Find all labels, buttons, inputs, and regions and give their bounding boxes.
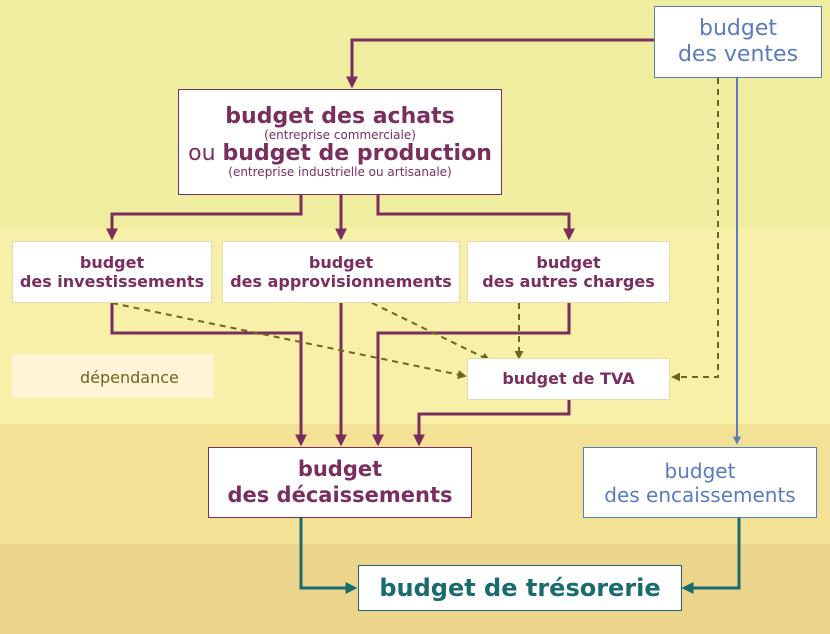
arrow-tva-to-decaissements — [413, 400, 571, 447]
node-budget-approvisionnements-line1: budget — [308, 252, 374, 272]
node-budget-autres-charges-line2: des autres charges — [482, 272, 655, 291]
arrow-achats-to-autres-charges — [376, 195, 575, 241]
node-budget-achats: budget des achats (entreprise commercial… — [178, 89, 502, 195]
arrow-encaissements-to-tresorerie — [681, 518, 741, 594]
dependency-ventes-to-tva — [671, 78, 719, 382]
node-budget-approvisionnements-line2: des approvisionnements — [230, 272, 452, 291]
node-budget-achats-title: budget des achats — [225, 103, 455, 129]
legend-label: dépendance — [80, 368, 179, 387]
node-budget-production-title: budget de production — [222, 141, 492, 166]
node-budget-tva-label: budget de TVA — [502, 369, 635, 389]
node-budget-autres-charges-line1: budget — [536, 252, 601, 272]
node-budget-ventes-line1: budget — [699, 15, 777, 41]
node-budget-ventes: budget des ventes — [654, 6, 822, 78]
node-budget-ventes-line2: des ventes — [677, 42, 799, 67]
node-budget-production-row: ou budget de production — [188, 141, 492, 166]
node-budget-tva: budget de TVA — [467, 358, 670, 400]
node-budget-approvisionnements: budget des approvisionnements — [222, 241, 460, 303]
node-budget-autres-charges: budget des autres charges — [467, 241, 670, 303]
arrow-achats-to-investissements — [106, 195, 303, 241]
node-budget-encaissements-line1: budget — [664, 458, 736, 483]
node-budget-achats-sub: (entreprise commerciale) — [264, 127, 416, 142]
node-budget-encaissements-line2: des encaissements — [604, 482, 796, 507]
arrow-investissements-to-decaissements — [110, 303, 307, 447]
node-budget-investissements-line1: budget — [79, 252, 145, 272]
node-ou-label: ou — [188, 141, 216, 166]
node-budget-encaissements: budget des encaissements — [583, 447, 817, 518]
dependency-investissements-to-tva — [111, 302, 467, 379]
arrow-decaissements-to-tresorerie — [299, 518, 358, 594]
arrow-ventes-to-achats — [346, 38, 654, 89]
node-budget-decaissements-line1: budget — [297, 457, 383, 482]
node-budget-investissements-line2: des investissements — [19, 272, 205, 291]
node-budget-tresorerie-label: budget de trésorerie — [379, 573, 661, 602]
node-budget-tresorerie: budget de trésorerie — [358, 565, 682, 611]
node-budget-decaissements-line2: des décaissements — [227, 482, 453, 507]
node-budget-investissements: budget des investissements — [12, 241, 212, 303]
node-budget-decaissements: budget des décaissements — [208, 447, 472, 518]
node-budget-production-sub: (entreprise industrielle ou artisanale) — [228, 165, 452, 180]
legend — [12, 354, 214, 398]
arrow-autres-charges-to-decaissements — [372, 303, 571, 447]
